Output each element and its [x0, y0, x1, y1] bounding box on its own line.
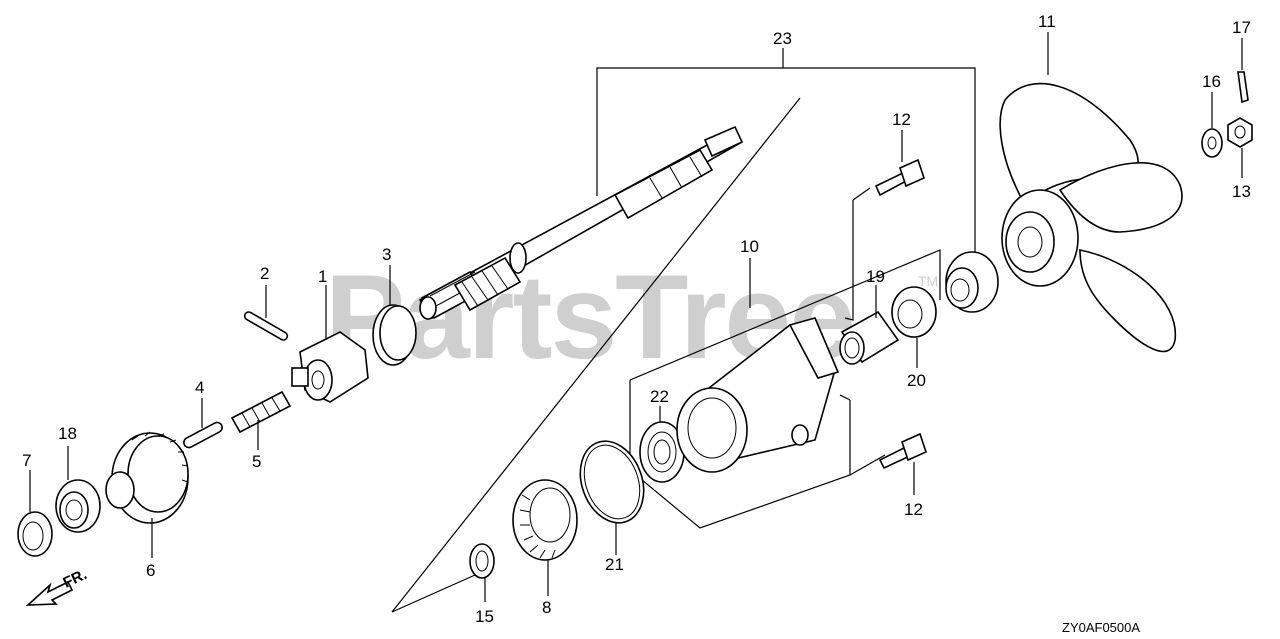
gear-6 — [105, 431, 189, 524]
callout-22: 22 — [650, 387, 669, 406]
cotter-pin-17 — [1237, 71, 1249, 104]
housing-10 — [676, 317, 840, 473]
callout-5: 5 — [252, 452, 261, 471]
callout-16: 16 — [1202, 72, 1221, 91]
housing-bracket — [629, 187, 941, 529]
callout-13: 13 — [1232, 182, 1251, 201]
callout-3: 3 — [382, 245, 391, 264]
figure-code: ZY0AF0500A — [1062, 620, 1140, 635]
assembly-bracket-23 — [596, 48, 976, 256]
callout-12-upper: 12 — [892, 110, 911, 129]
pin-2 — [243, 311, 289, 341]
callout-2: 2 — [260, 264, 269, 283]
needle-bearing-19 — [839, 310, 900, 365]
callout-4: 4 — [195, 378, 204, 397]
callout-10: 10 — [740, 237, 759, 256]
nut-13 — [1227, 117, 1253, 148]
bolt-12-upper — [874, 158, 925, 197]
clutch-1 — [291, 331, 369, 403]
thrust-washer — [945, 251, 999, 313]
front-direction-arrow: FR. — [25, 566, 90, 606]
callout-11: 11 — [1038, 12, 1056, 31]
propeller-shaft — [418, 125, 744, 320]
direction-label: FR. — [61, 566, 90, 592]
washer-15 — [469, 543, 495, 579]
callout-17: 17 — [1232, 18, 1251, 37]
callout-21: 21 — [605, 555, 624, 574]
guide-triangle — [391, 97, 801, 613]
callout-23: 23 — [773, 29, 792, 48]
bolt-12-lower — [878, 432, 927, 470]
callout-15: 15 — [475, 607, 494, 626]
bearing-18 — [55, 479, 101, 533]
propeller-11 — [999, 82, 1183, 353]
bearing-22 — [639, 421, 685, 483]
ring-3 — [372, 304, 417, 366]
callout-6: 6 — [146, 561, 155, 580]
callout-19: 19 — [866, 267, 885, 286]
callout-12-lower: 12 — [904, 500, 923, 519]
washer-16 — [1201, 128, 1223, 158]
watermark-trademark: TM — [918, 273, 938, 289]
callout-7: 7 — [22, 451, 31, 470]
gear-8 — [512, 479, 578, 561]
callout-18: 18 — [58, 424, 77, 443]
callout-8: 8 — [542, 598, 551, 617]
spring-5 — [230, 390, 292, 434]
pin-4 — [183, 421, 223, 449]
callout-1: 1 — [318, 267, 327, 286]
seal-20 — [891, 286, 937, 338]
o-ring-21 — [579, 440, 645, 524]
callout-20: 20 — [907, 371, 926, 390]
seal-7 — [17, 511, 53, 557]
leader-lines — [29, 32, 1243, 602]
